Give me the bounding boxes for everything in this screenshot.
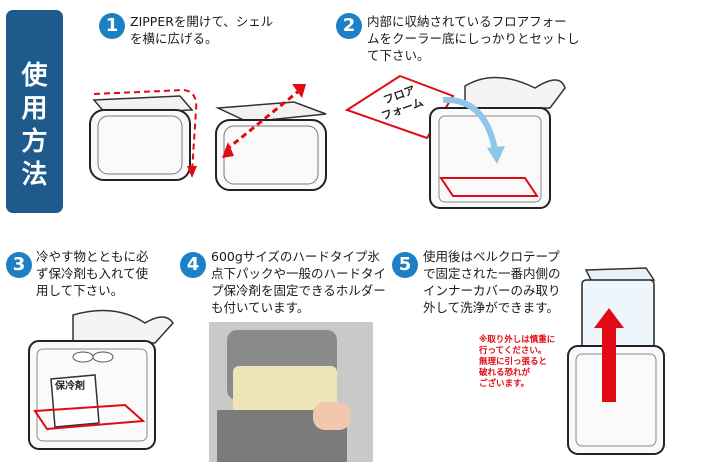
- step-2-line: て下さい。: [367, 48, 430, 63]
- step-3-number-badge: 3: [6, 252, 32, 278]
- step-3-text: 冷やす物とともに必 ず保冷剤も入れて使 用して下さい。: [36, 248, 149, 299]
- note-line: 行ってください。: [479, 346, 547, 356]
- note-line: 破れる恐れが: [479, 368, 531, 378]
- section-title-char: 使: [21, 61, 48, 91]
- step-5-line: 使用後はベルクロテープ: [423, 249, 560, 264]
- step-1-line: を横に広げる。: [130, 31, 218, 46]
- step-1-line: ZIPPERを開けて、シェル: [130, 14, 274, 29]
- step-4-number-badge: 4: [180, 252, 206, 278]
- closed-cooler-illustration: [89, 88, 198, 181]
- step-1-number-badge: 1: [99, 13, 125, 39]
- step-4-line: 点下パックや一般のハードタイ: [211, 266, 387, 281]
- cooler-with-ice-pack-illustration: 保冷剤: [28, 309, 174, 450]
- step-3-line: 用して下さい。: [36, 283, 124, 298]
- step-4-line: プ保冷剤を固定できるホルダー: [211, 283, 386, 298]
- ice-pack-holder-photo: [209, 322, 373, 462]
- note-line: ございます。: [479, 379, 530, 389]
- step-4-line: 600gサイズのハードタイプ氷: [211, 249, 380, 264]
- step-5-line: インナーカバーのみ取り: [423, 283, 561, 298]
- step-2-number-badge: 2: [336, 13, 362, 39]
- step-5-number-badge: 5: [392, 252, 418, 278]
- note-line: ※取り外しは慎重に: [479, 335, 556, 345]
- inner-cover-removal-illustration: [567, 267, 665, 455]
- note-line: 無理に引っ張ると: [479, 357, 548, 367]
- ice-pack-label: 保冷剤: [54, 379, 85, 392]
- section-title-char: 法: [21, 160, 48, 190]
- opened-cooler-illustration: [215, 84, 327, 191]
- step-2-line: ムをクーラー底にしっかりとセットし: [367, 31, 580, 46]
- step-2-line: 内部に収納されているフロアフォー: [367, 14, 567, 29]
- step-5-line: で固定された一番内側の: [423, 266, 561, 281]
- step-4-line: も付いています。: [211, 300, 310, 315]
- step-3-line: ず保冷剤も入れて使: [36, 266, 149, 281]
- floor-foam-illustration: フロア フォーム: [344, 74, 566, 209]
- step-5-line: 外して洗浄ができます。: [423, 300, 559, 315]
- section-title: 使 用 方 法: [6, 60, 63, 192]
- step-5-text: 使用後はベルクロテープ で固定された一番内側の インナーカバーのみ取り 外して洗…: [423, 248, 561, 316]
- step-1-text: ZIPPERを開けて、シェル を横に広げる。: [130, 13, 273, 47]
- section-title-char: 用: [21, 94, 48, 124]
- section-title-char: 方: [21, 127, 48, 157]
- hand-shape: [313, 402, 351, 430]
- removal-caution-note: ※取り外しは慎重に 行ってください。 無理に引っ張ると 破れる恐れが ございます…: [479, 335, 555, 390]
- step-2-text: 内部に収納されているフロアフォー ムをクーラー底にしっかりとセットし て下さい。: [367, 13, 580, 64]
- section-tab: 使 用 方 法: [6, 10, 63, 213]
- step-3-line: 冷やす物とともに必: [36, 249, 149, 264]
- step-4-text: 600gサイズのハードタイプ氷 点下パックや一般のハードタイ プ保冷剤を固定でき…: [211, 248, 386, 316]
